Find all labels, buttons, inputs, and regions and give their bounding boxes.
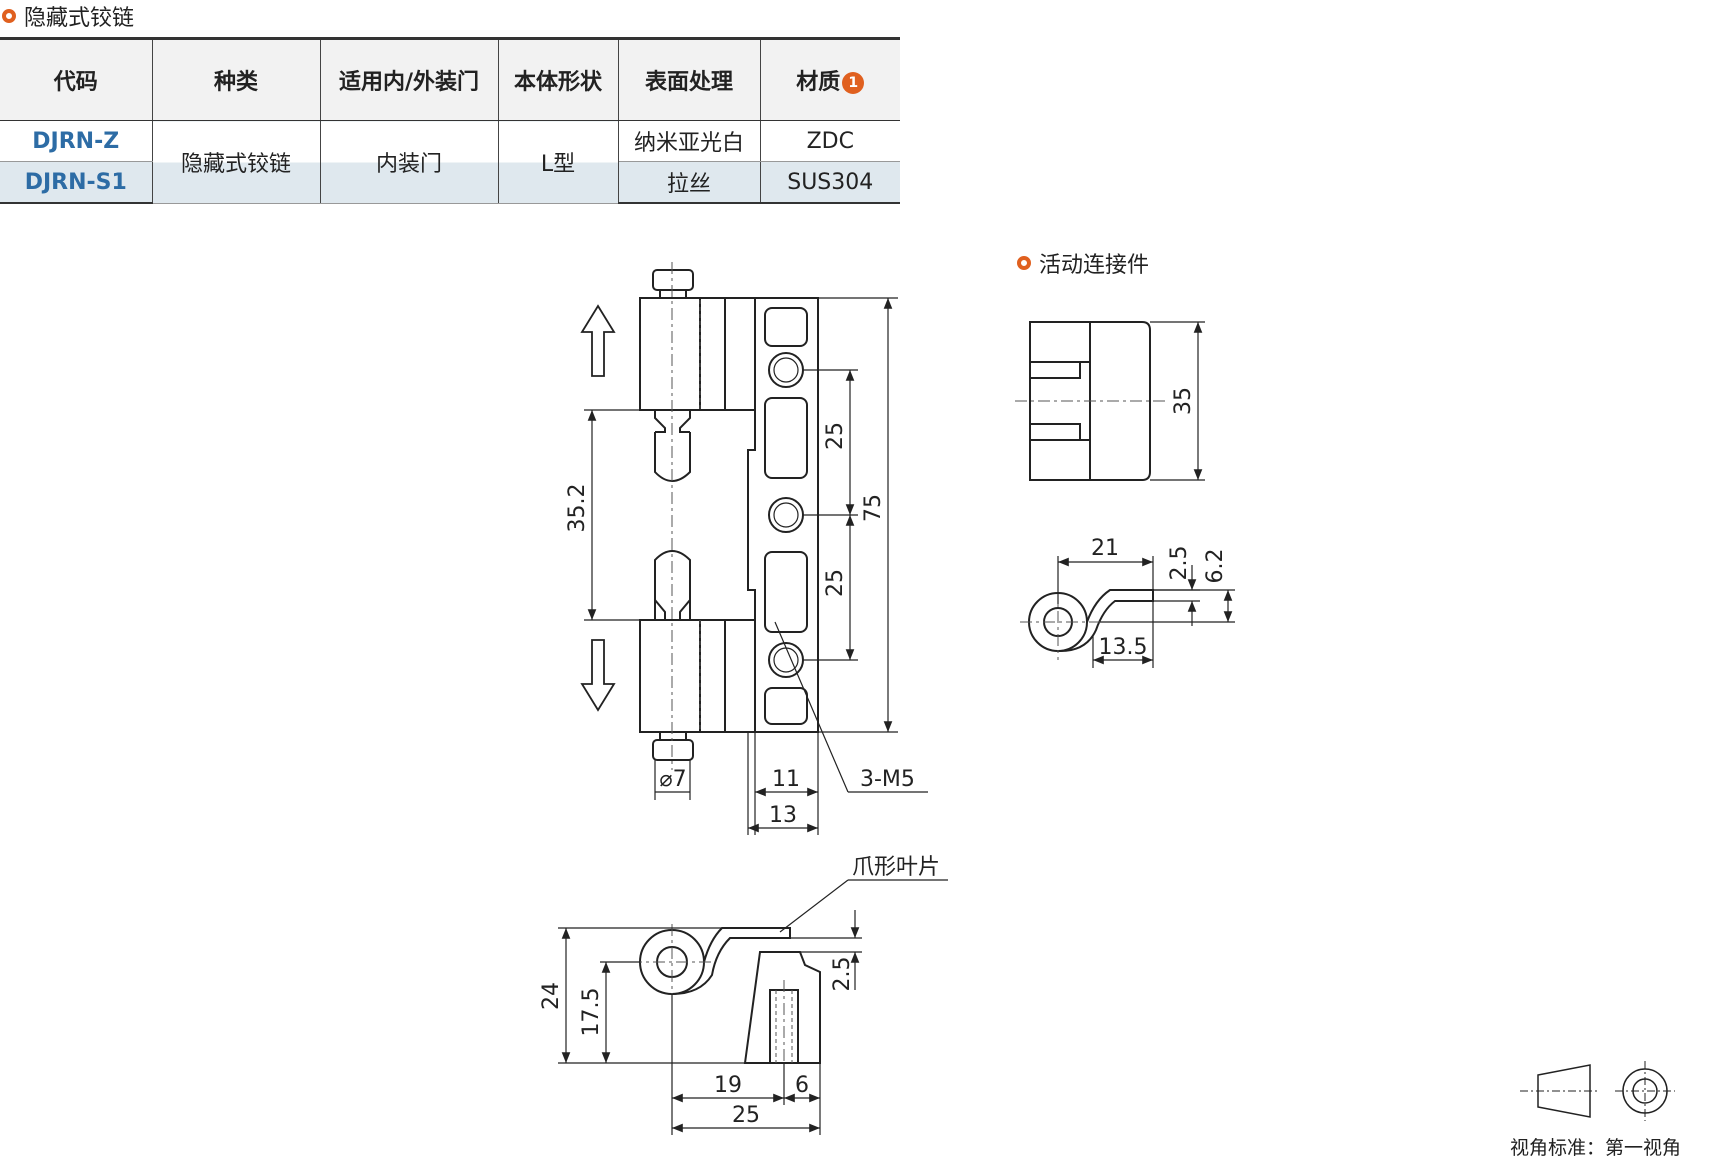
- header-type: 种类: [151, 37, 321, 121]
- header-door: 适用内/外装门: [319, 37, 499, 121]
- dim-6: 6: [795, 1073, 809, 1098]
- dim-diameter-7: ⌀7: [659, 767, 686, 792]
- dim-35: 35: [1171, 387, 1196, 415]
- dim-19: 19: [714, 1073, 742, 1098]
- code-cell: DJRN-Z: [0, 120, 153, 162]
- dim-6-2: 6.2: [1203, 549, 1228, 584]
- dim-2-5-link: 2.5: [1167, 546, 1192, 581]
- label-claw-leaf: 爪形叶片: [852, 855, 940, 880]
- dim-21: 21: [1091, 536, 1119, 561]
- surface-cell: 纳米亚光白: [617, 120, 761, 162]
- dim-24: 24: [539, 982, 564, 1010]
- header-shape: 本体形状: [497, 37, 619, 121]
- up-arrow-icon: [580, 304, 616, 377]
- dim-2-5-claw: 2.5: [830, 957, 855, 992]
- section-title-moving-link: 活动连接件: [1017, 247, 1149, 279]
- table-row: DJRN-Z 隐藏式铰链 内装门 L型 纳米亚光白 ZDC: [0, 120, 900, 204]
- ring-bullet-icon: [1017, 256, 1031, 270]
- door-cell: 内装门: [319, 120, 499, 204]
- section-title-text: 隐藏式铰链: [24, 6, 135, 31]
- material-cell: SUS304: [759, 161, 900, 204]
- shape-cell: L型: [497, 120, 619, 204]
- down-arrow-icon: [580, 639, 616, 712]
- hinge-side-view: [639, 927, 821, 1064]
- table-row: DJRN-S1 拉丝 SUS304: [0, 161, 900, 204]
- hinge-front-view: [639, 269, 819, 761]
- type-cell: 隐藏式铰链: [151, 120, 321, 204]
- dim-25-lower: 25: [823, 569, 848, 597]
- header-surface: 表面处理: [617, 37, 761, 121]
- label-3-m5: 3-M5: [860, 767, 915, 792]
- dim-13: 13: [769, 803, 797, 828]
- note-badge: 1: [842, 72, 865, 94]
- dim-25-width: 25: [732, 1103, 760, 1128]
- code-cell: DJRN-S1: [0, 161, 153, 204]
- dim-35-2: 35.2: [565, 484, 590, 533]
- view-standard-label: 视角标准：第一视角: [1510, 1137, 1682, 1159]
- first-angle-projection-icon: [1520, 1061, 1675, 1121]
- surface-cell: 拉丝: [617, 161, 761, 204]
- section-title-hidden-hinge: 隐藏式铰链: [2, 0, 134, 32]
- ring-bullet-icon: [2, 9, 16, 23]
- header-material-text: 材质: [796, 70, 841, 95]
- dim-75: 75: [861, 494, 886, 522]
- header-code: 代码: [0, 37, 153, 121]
- dim-17-5: 17.5: [579, 988, 604, 1037]
- dim-11: 11: [772, 767, 800, 792]
- material-cell: ZDC: [759, 120, 900, 162]
- section-title-text: 活动连接件: [1039, 253, 1150, 278]
- dim-13-5: 13.5: [1099, 635, 1148, 660]
- dim-25-upper: 25: [823, 422, 848, 450]
